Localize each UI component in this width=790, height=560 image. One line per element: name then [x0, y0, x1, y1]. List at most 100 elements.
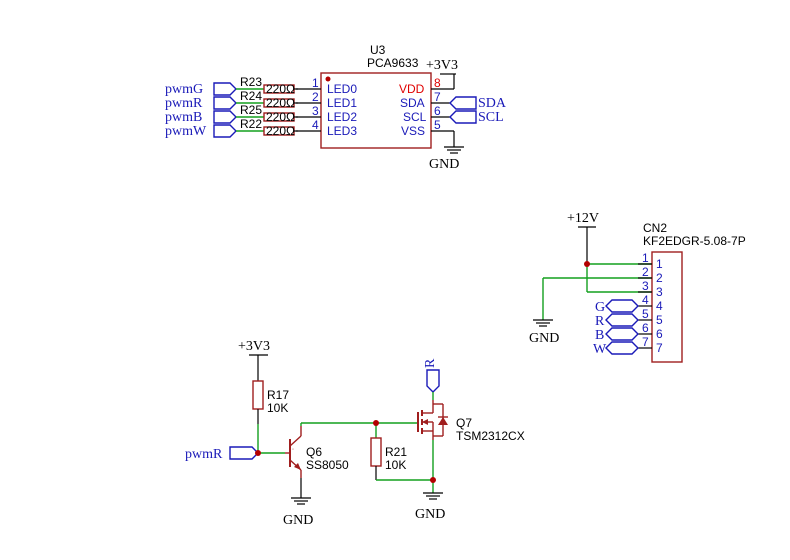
- gate-junction: [373, 420, 379, 426]
- cn2-pin7-num-inner: 7: [656, 341, 663, 355]
- u3-pin8-name: VDD: [399, 82, 425, 96]
- q6-gnd-symbol: GND: [283, 478, 313, 528]
- cn2-ref: CN2: [643, 221, 667, 235]
- pwmw-net-flag: [213, 124, 237, 138]
- gate-net: [300, 420, 418, 438]
- u3-pin1-name: LED0: [327, 82, 357, 96]
- cn2-gnd-label: GND: [529, 331, 559, 346]
- u3-vdd-label: +3V3: [426, 58, 458, 73]
- cn2-gnd-symbol: GND: [529, 319, 559, 346]
- resistor-r17[interactable]: R17 10K: [252, 380, 289, 424]
- resistor-r21[interactable]: R21 10K: [370, 437, 407, 480]
- transistor-q6[interactable]: Q6 SS8050: [285, 426, 349, 478]
- cn2-body: [651, 251, 683, 363]
- driver-v33-label: +3V3: [238, 339, 270, 354]
- q7-ref: Q7: [456, 416, 472, 430]
- pwmg-net-flag: [213, 82, 237, 96]
- pwmr-net-label: pwmR: [165, 96, 203, 111]
- u3-pin2-num: 2: [312, 90, 319, 104]
- q6-ref: Q6: [306, 445, 322, 459]
- q6-emitter-arrow: [294, 463, 301, 470]
- u3-pca9633[interactable]: U3 PCA9633 1 2 3 4 LED0 LED1 LED2 LED3 8…: [296, 43, 454, 149]
- pwmb-net-flag: [213, 110, 237, 124]
- u3-pin5-num: 5: [434, 118, 441, 132]
- cn2-color-flags: G R B W: [593, 299, 639, 357]
- cn2-pin1-num-outer: 1: [642, 251, 649, 265]
- r22-value: 220Ω: [266, 124, 295, 138]
- cn2-pin4-num-outer: 4: [642, 293, 649, 307]
- pwmr-net-flag: [213, 96, 237, 110]
- u3-pin8-num: 8: [434, 76, 441, 90]
- driver-v33-supply: +3V3: [238, 339, 270, 381]
- cn2-pin4-num-inner: 4: [656, 299, 663, 313]
- cn2-g-flag: [605, 299, 639, 313]
- driver-r-label: R: [423, 358, 438, 368]
- sda-net-label: SDA: [478, 96, 507, 111]
- v12-label: +12V: [567, 211, 599, 226]
- pwmw-net-label: pwmW: [165, 124, 207, 139]
- cn2-pin7-num-outer: 7: [642, 335, 649, 349]
- u3-part: PCA9633: [367, 56, 419, 70]
- r22-ref: R22: [240, 117, 262, 131]
- r21-body: [370, 437, 382, 467]
- source-net: [376, 440, 436, 493]
- u3-pin3-name: LED2: [327, 110, 357, 124]
- cn2-connector[interactable]: CN2 KF2EDGR-5.08-7P 1 2 3 4 5 6 7 1 2 3 …: [638, 221, 746, 363]
- r17-body: [252, 380, 264, 410]
- pwmb-net-label: pwmB: [165, 110, 202, 125]
- cn2-pin6-num-inner: 6: [656, 327, 663, 341]
- led-resistor-r22[interactable]: pwmW R22 220Ω: [165, 117, 298, 139]
- q6-collector: [289, 435, 302, 447]
- cn2-pin6-num-outer: 6: [642, 321, 649, 335]
- q6-part: SS8050: [306, 458, 349, 472]
- r21-ref: R21: [385, 445, 407, 459]
- cn2-w-label: W: [593, 342, 607, 357]
- mosfet-q7[interactable]: Q7 TSM2312CX: [417, 400, 525, 443]
- cn2-b-label: B: [595, 328, 604, 343]
- cn2-pin3-num-outer: 3: [642, 279, 649, 293]
- cn2-pin2-num-outer: 2: [642, 265, 649, 279]
- led-resistor-r25[interactable]: pwmB R25 220Ω: [165, 103, 298, 125]
- r17-value: 10K: [267, 401, 288, 415]
- u3-body: [320, 72, 432, 149]
- r17-ref: R17: [267, 388, 289, 402]
- cn2-g-label: G: [595, 300, 605, 315]
- cn2-r-label: R: [595, 314, 605, 329]
- u3-pin3-num: 3: [312, 104, 319, 118]
- sda-net-flag: [449, 96, 477, 110]
- u3-pin4-name: LED3: [327, 124, 357, 138]
- u3-pin7-name: SDA: [400, 96, 425, 110]
- q7-gnd-symbol: GND: [415, 492, 445, 522]
- cn2-pin5-num-inner: 5: [656, 313, 663, 327]
- cn2-junction: [584, 261, 590, 267]
- q7-body-diode: [438, 417, 448, 425]
- scl-net-label: SCL: [478, 110, 504, 125]
- r24-value: 220Ω: [266, 96, 295, 110]
- u3-pin2-name: LED1: [327, 96, 357, 110]
- cn2-w-flag: [605, 341, 639, 355]
- v12-supply: +12V: [567, 211, 599, 264]
- led-resistor-r24[interactable]: pwmR R24 220Ω: [165, 89, 298, 111]
- u3-pin6-num: 6: [434, 104, 441, 118]
- cn2-pin5-num-outer: 5: [642, 307, 649, 321]
- u3-pin6-name: SCL: [403, 110, 427, 124]
- cn2-pin3-num-inner: 3: [656, 285, 663, 299]
- q7-part: TSM2312CX: [456, 429, 525, 443]
- u3-ref: U3: [370, 43, 386, 57]
- u3-pin1-num: 1: [312, 76, 319, 90]
- driver-r-flag: [426, 369, 440, 393]
- cn2-pin2-num-inner: 2: [656, 271, 663, 285]
- r25-value: 220Ω: [266, 110, 295, 124]
- led-resistor-r23[interactable]: pwmG R23 220Ω: [165, 75, 298, 97]
- q7-gnd-label: GND: [415, 507, 445, 522]
- scl-net-flag: [449, 110, 477, 124]
- q7-channel-arrow: [422, 419, 428, 425]
- u3-gnd-symbol: GND: [429, 131, 464, 172]
- driver-pwmr-label: pwmR: [185, 447, 223, 462]
- r21-value: 10K: [385, 458, 406, 472]
- u3-pin1-marker: [325, 76, 331, 82]
- driver-input: pwmR: [185, 424, 285, 462]
- cn2-b-flag: [605, 327, 639, 341]
- cn2-r-flag: [605, 313, 639, 327]
